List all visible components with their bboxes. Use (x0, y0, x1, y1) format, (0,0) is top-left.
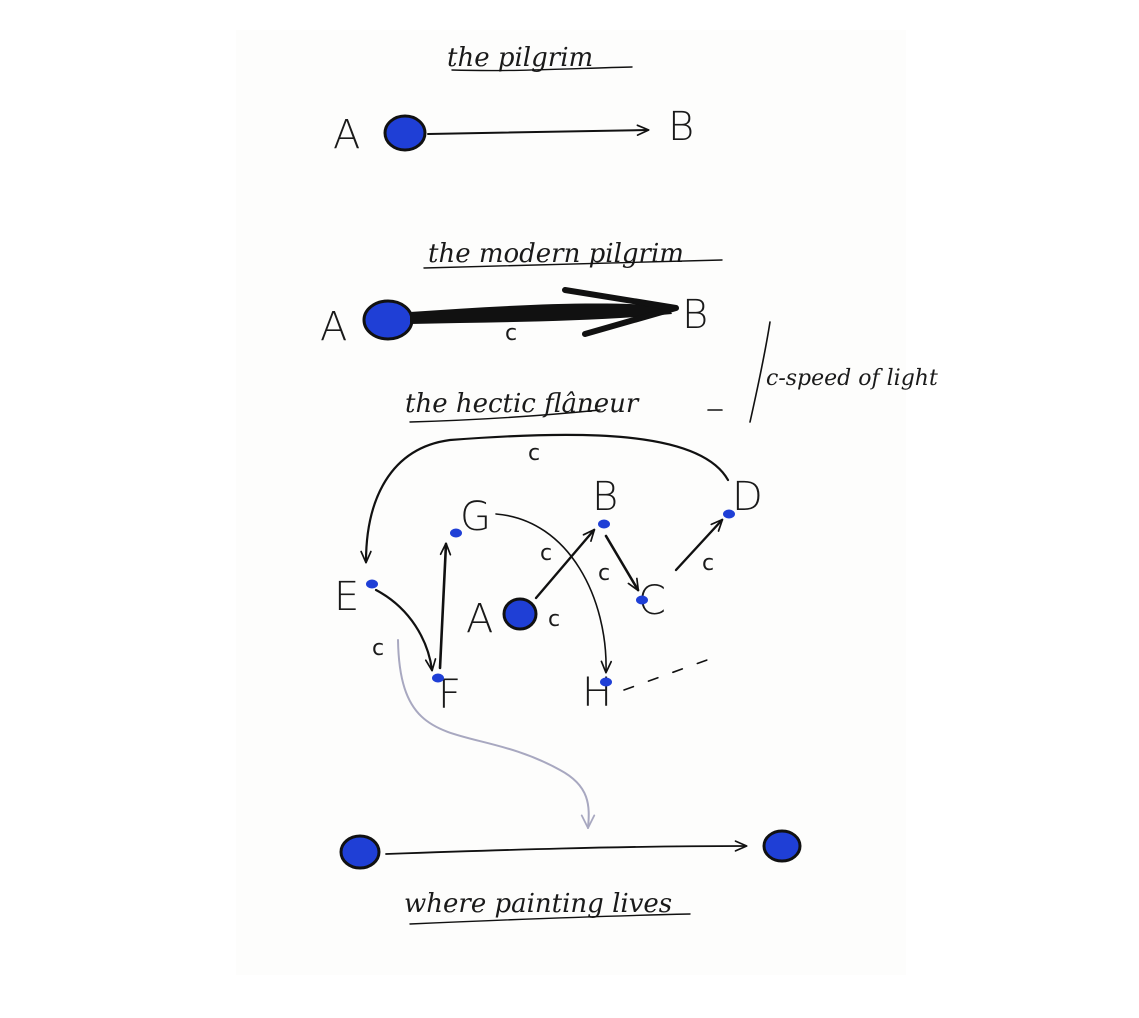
node-label-a: A (320, 304, 347, 350)
node-start (339, 834, 381, 870)
edge-d-e (360, 433, 730, 564)
node-a (362, 299, 414, 341)
paper-sheet (236, 30, 906, 975)
node-c (636, 595, 648, 605)
arrowhead-thick (562, 287, 679, 337)
section-where-painting-lives: where painting lives (339, 829, 802, 925)
node-label-b: B (668, 104, 694, 150)
caption-underline (409, 913, 691, 925)
edge-label-c: c (528, 441, 540, 466)
edge-label-c: c (372, 636, 384, 661)
note-divider (749, 321, 771, 423)
edge-label-c: c (505, 321, 517, 346)
node-label-b: B (592, 474, 618, 520)
edge-f-g (438, 542, 452, 670)
node-label-h: H (582, 670, 612, 716)
node-end (762, 829, 802, 863)
section-modern-pilgrim: the modern pilgrim A B c (320, 239, 723, 350)
edge-label-c: c (598, 561, 610, 586)
node-d (723, 509, 735, 519)
title-pilgrim: the pilgrim (447, 43, 593, 73)
node-label-g: G (460, 494, 491, 540)
edge-h-continuation (623, 655, 719, 691)
node-label-a: A (466, 596, 493, 642)
node-e (366, 579, 378, 589)
node-a (383, 114, 427, 152)
title-underline (409, 409, 601, 423)
edge-start-end (385, 840, 748, 855)
edge-label-c: c (540, 541, 552, 566)
node-label-b: B (682, 292, 708, 338)
node-label-e: E (334, 574, 359, 620)
edge-a-b (427, 124, 650, 136)
section-pilgrim: the pilgrim A B (333, 43, 694, 158)
edge-a-b-thick (410, 303, 672, 324)
section-hectic-flaneur: the hectic flâneur c-speed of light c E … (334, 321, 938, 718)
side-note: c-speed of light (766, 366, 938, 391)
transition-arrow (397, 639, 596, 829)
node-a (502, 597, 538, 631)
caption-where-painting-lives: where painting lives (404, 889, 672, 919)
edge-a-b (534, 528, 596, 600)
node-label-d: D (732, 474, 763, 520)
node-g (450, 528, 462, 538)
title-underline (423, 259, 723, 269)
node-label-f: F (438, 672, 461, 718)
edge-e-f (374, 588, 437, 672)
title-hectic-flaneur: the hectic flâneur (405, 389, 640, 419)
edge-c-d (674, 518, 724, 572)
title-underline (451, 66, 633, 72)
edge-g-h (495, 513, 613, 674)
edge-b-c (604, 534, 640, 592)
edge-label-c: c (548, 607, 560, 632)
edge-label-c: c (702, 551, 714, 576)
node-b (598, 519, 610, 529)
node-h (600, 677, 612, 687)
node-f (432, 673, 444, 683)
node-label-a: A (333, 112, 360, 158)
